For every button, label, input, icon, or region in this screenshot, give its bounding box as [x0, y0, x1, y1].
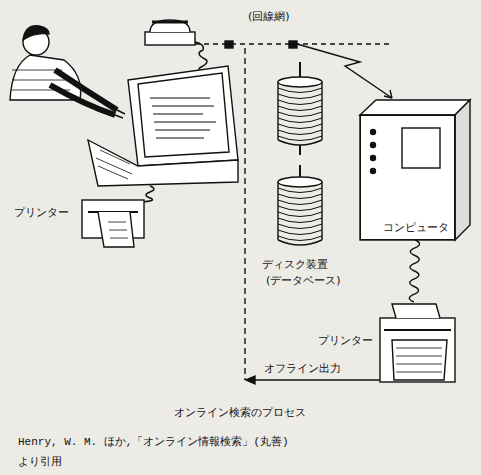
- node-label: ディスク装置: [262, 258, 328, 271]
- printer-device: プリンター: [82, 200, 144, 238]
- printer-device: プリンター: [380, 302, 455, 382]
- computer-box: コンピュータ: [360, 115, 455, 240]
- node-label: プリンター: [14, 206, 69, 219]
- node-label: コンピュータ: [383, 221, 449, 234]
- node-label: プリンター: [318, 334, 373, 347]
- offline-output-label: オフライン出力: [264, 362, 341, 375]
- disk-unit: ディスク装置(データベース): [276, 62, 324, 250]
- node-label: (データベース): [266, 274, 341, 287]
- source-note: Henry, W. M. ほか,「オンライン情報検索」(丸善): [18, 436, 289, 449]
- coiled-cable: [409, 240, 419, 302]
- source-note: より引用: [18, 456, 62, 469]
- figure-caption: オンライン検索のプロセス: [174, 406, 306, 419]
- network-label: (回線網): [248, 10, 290, 23]
